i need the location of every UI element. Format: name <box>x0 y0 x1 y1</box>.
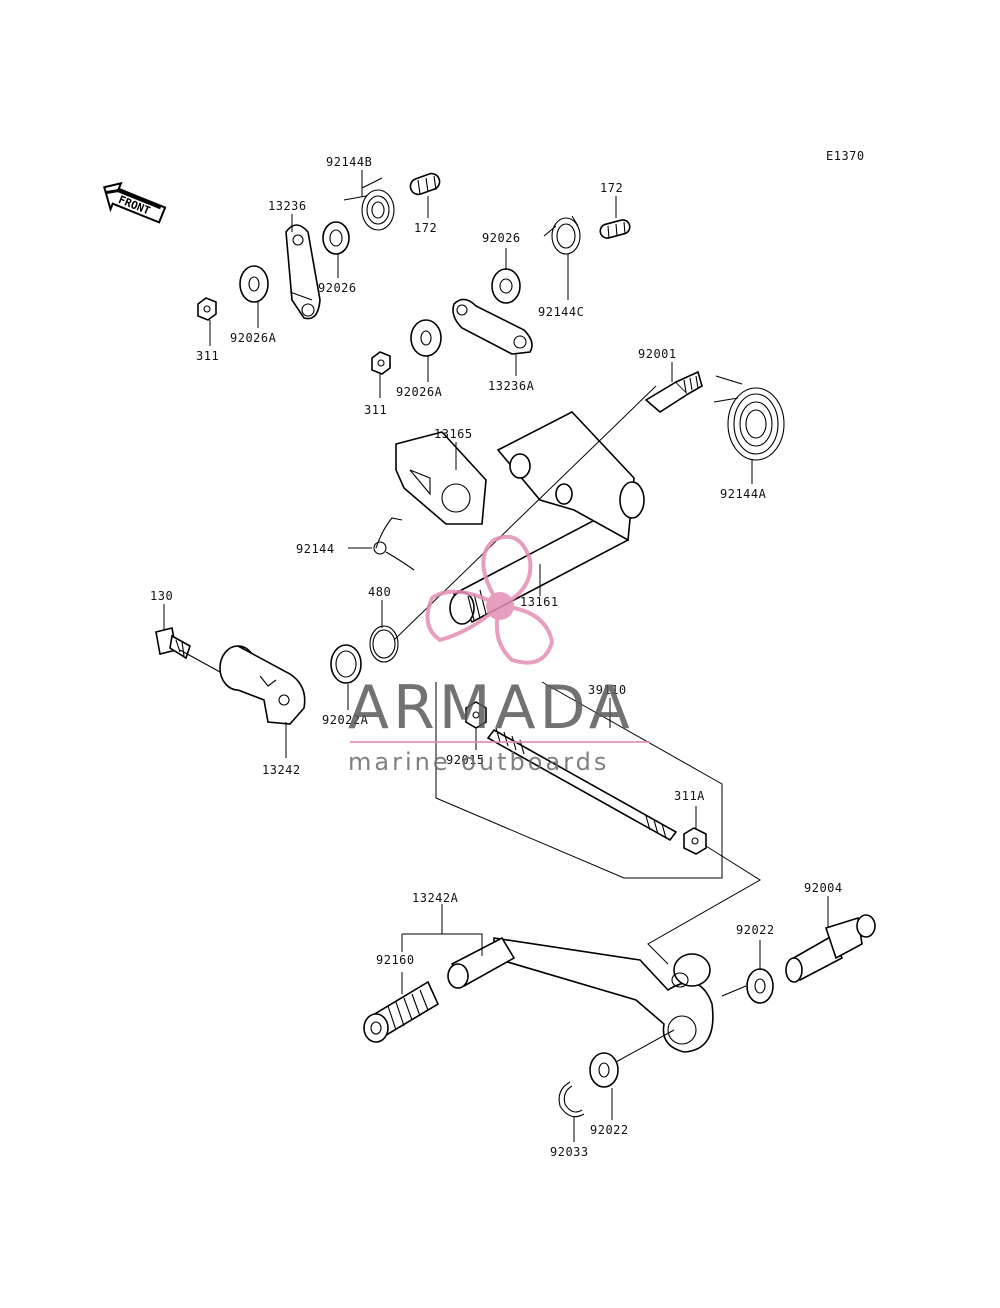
callout-92022-right: 92022 <box>736 923 775 937</box>
washer-92026-upper <box>322 221 350 255</box>
callout-92001: 92001 <box>638 347 677 361</box>
plate-13165 <box>395 431 487 525</box>
callout-13242A: 13242A <box>412 891 459 905</box>
label-leaders <box>163 170 829 1142</box>
callout-92026A-upper: 92026A <box>230 331 277 345</box>
callout-92144A: 92144A <box>720 487 767 501</box>
leader-shaft-axis <box>393 385 657 641</box>
callout-92144C: 92144C <box>538 305 584 319</box>
leader-pedal-washer <box>615 1029 675 1063</box>
lever-13242 <box>219 645 306 725</box>
callout-311-upper: 311 <box>196 349 219 363</box>
callout-172-right: 172 <box>600 181 623 195</box>
callout-92026-upper: 92026 <box>318 281 357 295</box>
watermark-brand: ARMADA <box>348 673 634 743</box>
callout-130: 130 <box>150 589 173 603</box>
diagram-code: E1370 <box>826 149 865 163</box>
leader-bolt-130 <box>179 649 221 673</box>
pin-172-left <box>409 172 441 196</box>
peg-pin <box>447 936 516 989</box>
nut-311-mid <box>371 351 391 375</box>
washer-92026A-upper <box>239 265 269 303</box>
clip-92033 <box>558 1081 585 1118</box>
watermark-tagline: marine outboards <box>348 748 609 776</box>
bolt-92001 <box>644 370 703 413</box>
callout-13242: 13242 <box>262 763 301 777</box>
nut-311A <box>683 827 707 855</box>
callout-92022A: 92022A <box>322 713 369 727</box>
callout-92004: 92004 <box>804 881 843 895</box>
callout-92022-lower: 92022 <box>590 1123 629 1137</box>
rubber-92160 <box>363 980 440 1043</box>
washer-92026-mid <box>491 268 521 304</box>
washer-92022-lower <box>589 1052 619 1088</box>
bolt-130 <box>155 627 191 660</box>
callout-92026-mid: 92026 <box>482 231 521 245</box>
callout-92144B: 92144B <box>326 155 372 169</box>
washer-92026A-mid <box>410 319 442 357</box>
propeller-logo <box>425 534 555 665</box>
leader-pedal-link <box>647 845 761 965</box>
leader-right-washer <box>721 985 747 997</box>
callout-92015: 92015 <box>446 753 485 767</box>
circlip-480 <box>369 625 399 663</box>
callout-13236A: 13236A <box>488 379 535 393</box>
callout-13236: 13236 <box>268 199 307 213</box>
washer-92022-right <box>746 968 774 1004</box>
callout-92160: 92160 <box>376 953 415 967</box>
shaft-13161 <box>449 411 645 625</box>
seal-92022A <box>330 644 362 684</box>
callout-311-mid: 311 <box>364 403 387 417</box>
bracket-39110 <box>435 681 723 879</box>
callout-480: 480 <box>368 585 391 599</box>
pedal-13242A <box>493 937 714 1053</box>
callout-92026A-mid: 92026A <box>396 385 443 399</box>
pin-172-right <box>599 219 631 239</box>
nut-92015 <box>465 701 487 729</box>
lever-13236 <box>285 224 321 320</box>
nut-311-upper <box>197 297 217 321</box>
bolt-92004 <box>785 914 876 983</box>
rod-39110 <box>486 727 678 842</box>
spring-92144 <box>373 517 415 571</box>
callout-172-left: 172 <box>414 221 437 235</box>
watermark: ARMADA marine outboards <box>348 534 650 776</box>
callout-92144: 92144 <box>296 542 335 556</box>
callout-92033: 92033 <box>550 1145 589 1159</box>
callout-39110: 39110 <box>588 683 627 697</box>
spring-92144C <box>543 215 581 255</box>
callout-13165: 13165 <box>434 427 473 441</box>
callout-311A: 311A <box>674 789 705 803</box>
callout-13161: 13161 <box>520 595 559 609</box>
lever-13236A <box>452 298 533 355</box>
spring-92144A <box>713 375 785 461</box>
spring-92144B <box>343 177 395 231</box>
front-arrow-icon: FRONT <box>103 181 167 224</box>
